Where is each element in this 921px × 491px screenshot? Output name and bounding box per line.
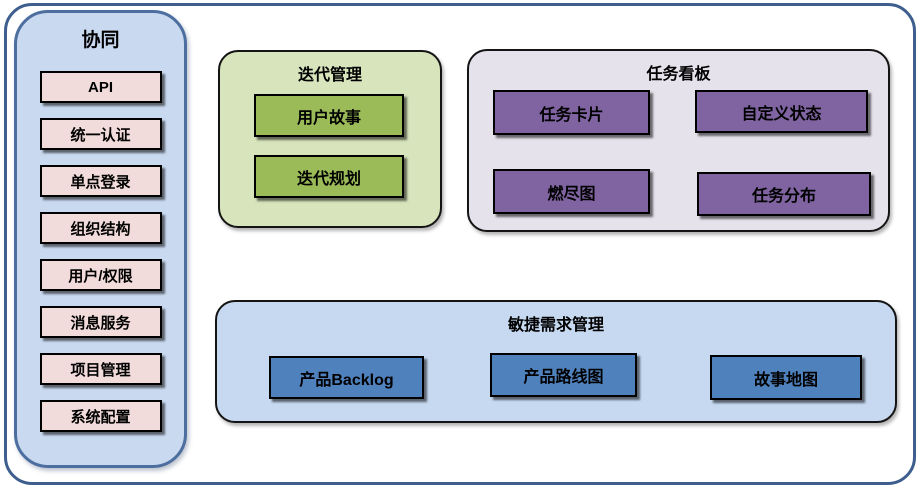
sidebar-title: 协同 [81,30,120,51]
sidebar-item-user-permissions: 用户/权限 [39,259,162,291]
sidebar-item-unified-auth: 统一认证 [39,118,162,150]
box-custom-status: 自定义状态 [695,90,868,133]
box-product-backlog: 产品Backlog [269,356,424,399]
sidebar-item-project-management: 项目管理 [39,353,162,385]
panel-iteration-management: 迭代管理 用户故事 迭代规划 [218,50,442,228]
box-story-map: 故事地图 [710,355,862,400]
panel-task-board: 任务看板 任务卡片 自定义状态 燃尽图 任务分布 [467,49,890,232]
panel-iteration-title: 迭代管理 [297,67,362,84]
sidebar-item-org-structure: 组织结构 [39,212,162,244]
box-burndown-chart: 燃尽图 [493,169,650,214]
box-iteration-planning: 迭代规划 [254,155,404,198]
sidebar-item-sso: 单点登录 [39,165,162,197]
box-task-card: 任务卡片 [493,90,650,135]
sidebar-item-message-service: 消息服务 [39,306,162,338]
panel-agile-requirements: 敏捷需求管理 产品Backlog 产品路线图 故事地图 [215,300,897,423]
panel-requirements-title: 敏捷需求管理 [507,317,604,334]
sidebar-item-system-config: 系统配置 [39,400,162,432]
box-user-story: 用户故事 [254,94,404,137]
sidebar-panel-collaboration: 协同 API 统一认证 单点登录 组织结构 用户/权限 消息服务 项目管理 系统… [14,10,187,468]
sidebar-items: API 统一认证 单点登录 组织结构 用户/权限 消息服务 项目管理 系统配置 [17,71,184,432]
sidebar-item-api: API [39,71,162,103]
panel-taskboard-title: 任务看板 [646,66,711,83]
box-task-distribution: 任务分布 [697,172,871,216]
box-product-roadmap: 产品路线图 [490,353,637,397]
